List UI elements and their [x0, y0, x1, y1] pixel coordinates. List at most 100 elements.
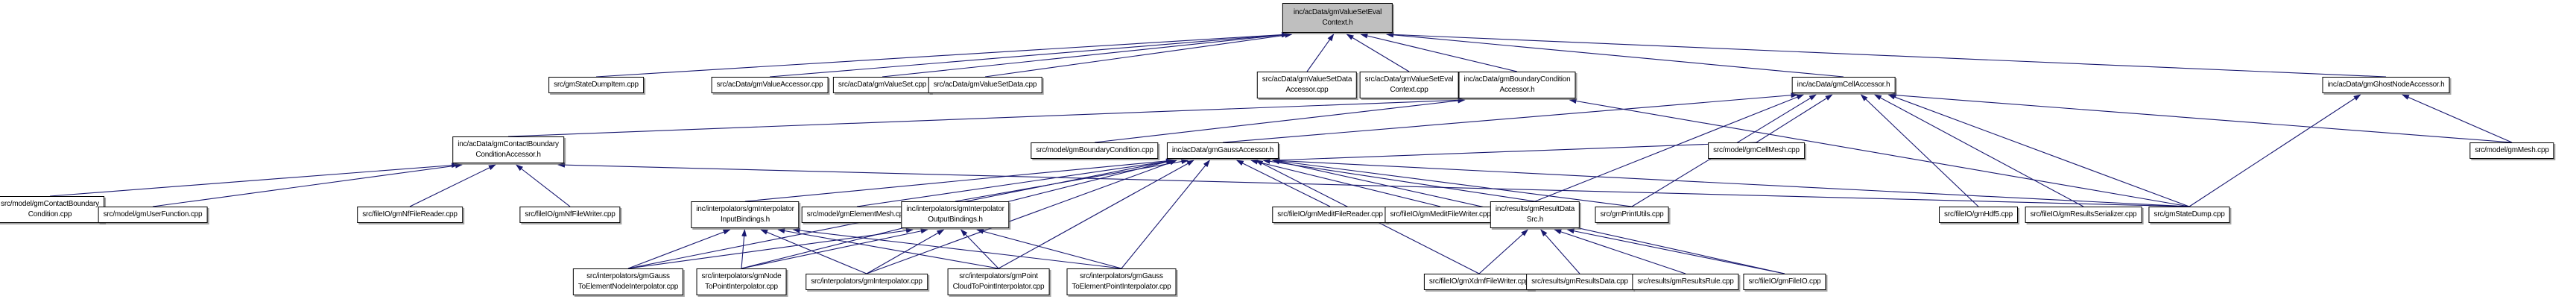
node-label-line: src/model/gmContactBoundary — [1, 200, 99, 208]
node-label-line: inc/results/gmResultData — [1495, 205, 1575, 213]
include-edge-cellMeshCpp-to-cellAccessor — [1756, 94, 1833, 143]
graph-node-userFunctionCpp[interactable]: src/model/gmUserFunction.cpp — [98, 207, 208, 223]
include-edge-valueSetEvalContextCpp-to-root — [1346, 34, 1410, 72]
graph-node-resultsRuleCpp[interactable]: src/results/gmResultsRule.cpp — [1632, 274, 1739, 290]
graph-node-resultsDataCpp[interactable]: src/results/gmResultsData.cpp — [1526, 274, 1633, 290]
node-label-line: src/interpolators/gmPoint — [959, 272, 1038, 280]
node-label-line: ToPointInterpolator.cpp — [705, 283, 778, 291]
node-label-line: src/interpolators/gmInterpolator.cpp — [811, 277, 923, 286]
node-label-line: src/fileIO/gmMeditFileReader.cpp — [1277, 210, 1383, 218]
include-edge-userFunctionCpp-to-contactBCAccessor — [152, 163, 463, 207]
node-label-line: src/acData/gmValueSet.cpp — [838, 81, 927, 89]
graph-node-meshCpp[interactable]: src/model/gmMesh.cpp — [2469, 142, 2554, 159]
node-label-line: Accessor.h — [1499, 86, 1535, 94]
node-label-line: inc/acData/gmBoundaryCondition — [1463, 75, 1571, 84]
include-edge-nfFileReaderCpp-to-contactBCAccessor — [409, 164, 496, 207]
node-label-line: src/model/gmUserFunction.cpp — [103, 210, 203, 218]
graph-node-boundaryConditionCpp[interactable]: src/model/gmBoundaryCondition.cpp — [1031, 142, 1159, 159]
node-label-line: src/model/gmCellMesh.cpp — [1713, 146, 1800, 154]
node-label-line: inc/acData/gmGaussAccessor.h — [1171, 146, 1274, 154]
node-label-line: ConditionAccessor.h — [475, 151, 541, 159]
include-edge-meshCpp-to-cellAccessor — [1888, 92, 2513, 143]
node-label-line: inc/interpolators/gmInterpolator — [696, 205, 794, 213]
graph-node-elementMeshCpp[interactable]: src/model/gmElementMesh.cpp — [801, 207, 913, 223]
node-label-line: ToElementNodeInterpolator.cpp — [577, 283, 679, 291]
include-edge-elementMeshCpp-to-gaussAccessor — [856, 158, 1177, 207]
graph-node-meditFileWriterCpp[interactable]: src/fileIO/gmMeditFileWriter.cpp — [1384, 207, 1496, 223]
include-edge-gaussToElementPointCpp-to-interpInputBindings — [792, 227, 1122, 269]
node-label-line: CloudToPointInterpolator.cpp — [952, 283, 1045, 291]
include-edge-hdf5Cpp-to-cellAccessor — [1860, 94, 1979, 207]
node-label-line: inc/interpolators/gmInterpolator — [906, 205, 1004, 213]
include-edge-contactBoundaryConditionCpp-to-contactBCAccessor — [49, 163, 459, 197]
node-label-line: OutputBindings.h — [928, 216, 983, 224]
include-edge-stateDumpCpp-to-contactBCAccessor — [557, 162, 2190, 207]
include-edge-resultsRuleCpp-to-resultDataSrc — [1554, 229, 1686, 274]
node-label-line: src/gmStateDump.cpp — [2153, 210, 2225, 218]
node-label-line: src/fileIO/gmHdf5.cpp — [1944, 210, 2013, 218]
graph-node-valueSetData[interactable]: src/acData/gmValueSetData.cpp — [928, 77, 1042, 93]
include-edge-gaussToElementPointCpp-to-interpOutputBindings — [976, 228, 1122, 269]
include-edge-valueSet-to-root — [882, 32, 1289, 78]
graph-node-valueAccessor[interactable]: src/acData/gmValueAccessor.cpp — [711, 77, 829, 93]
graph-node-printUtilsCpp[interactable]: src/gmPrintUtils.cpp — [1595, 207, 1669, 223]
include-edge-printUtilsCpp-to-gaussAccessor — [1272, 158, 1633, 207]
graph-node-hdf5Cpp[interactable]: src/fileIO/gmHdf5.cpp — [1939, 207, 2018, 223]
graph-node-valueSet[interactable]: src/acData/gmValueSet.cpp — [832, 77, 932, 93]
include-edge-valueAccessor-to-root — [769, 32, 1289, 78]
node-label-line: src/results/gmResultsData.cpp — [1531, 277, 1628, 286]
include-edge-nodeToPointCpp-to-interpInputBindings — [741, 229, 747, 269]
include-edge-resultDataSrc-to-gaussAccessor — [1262, 158, 1536, 202]
graph-node-nfFileWriterCpp[interactable]: src/fileIO/gmNfFileWriter.cpp — [519, 207, 621, 223]
graph-node-stateDumpCpp[interactable]: src/gmStateDump.cpp — [2148, 207, 2230, 223]
include-edge-boundaryConditionAccessor-to-root — [1360, 33, 1518, 72]
node-label-line: inc/acData/gmGhostNodeAccessor.h — [2327, 81, 2445, 89]
include-edge-nfFileWriterCpp-to-contactBCAccessor — [515, 164, 571, 207]
node-label-line: src/fileIO/gmXdmfFileWriter.cpp — [1428, 277, 1530, 286]
node-label-line: src/gmStateDumpItem.cpp — [554, 81, 639, 89]
graph-node-fileIOCpp[interactable]: src/fileIO/gmFileIO.cpp — [1743, 274, 1826, 290]
graph-node-cellMeshCpp[interactable]: src/model/gmCellMesh.cpp — [1708, 142, 1805, 159]
node-label-line: src/model/gmElementMesh.cpp — [806, 210, 908, 218]
node-label-line: Accessor.cpp — [1285, 86, 1329, 94]
node-label-line: Condition.cpp — [28, 210, 72, 218]
graph-node-cellAccessor[interactable]: inc/acData/gmCellAccessor.h — [1791, 77, 1896, 93]
node-label-line: ToElementPointInterpolator.cpp — [1072, 283, 1171, 291]
node-label-line: src/fileIO/gmResultsSerializer.cpp — [2030, 210, 2137, 218]
include-edge-stateDumpCpp-to-cellAccessor — [1887, 94, 2190, 207]
node-label-line: inc/acData/gmContactBoundary — [458, 140, 559, 148]
graph-node-ghostNodeAccessor[interactable]: inc/acData/gmGhostNodeAccessor.h — [2322, 77, 2450, 93]
include-edge-meditFileWriterCpp-to-gaussAccessor — [1250, 159, 1441, 207]
include-edge-xdmfFileWriterCpp-to-resultDataSrc — [1478, 229, 1528, 274]
graph-node-nfFileReaderCpp[interactable]: src/fileIO/gmNfFileReader.cpp — [357, 207, 463, 223]
include-edge-interpolatorCpp-to-interpInputBindings — [760, 229, 867, 274]
node-label-line: src/fileIO/gmNfFileWriter.cpp — [525, 210, 615, 218]
graph-node-interpolatorCpp[interactable]: src/interpolators/gmInterpolator.cpp — [806, 274, 928, 290]
node-label-line: Src.h — [1526, 216, 1544, 224]
graph-node-stateDumpItem[interactable]: src/gmStateDumpItem.cpp — [548, 77, 644, 93]
graph-node-meditFileReaderCpp[interactable]: src/fileIO/gmMeditFileReader.cpp — [1272, 207, 1388, 223]
include-edge-gaussToElementNodeCpp-to-interpInputBindings — [627, 229, 731, 269]
include-edge-resultsDataCpp-to-resultDataSrc — [1540, 229, 1580, 274]
include-edge-meshCpp-to-ghostNodeAccessor — [2402, 94, 2513, 143]
graph-node-gaussAccessor[interactable]: inc/acData/gmGaussAccessor.h — [1166, 142, 1279, 159]
graph-node-xdmfFileWriterCpp[interactable]: src/fileIO/gmXdmfFileWriter.cpp — [1423, 274, 1535, 290]
include-edge-interpolatorCpp-to-interpOutputBindings — [866, 229, 945, 274]
node-label-line: src/model/gmBoundaryCondition.cpp — [1036, 146, 1153, 154]
graph-node-resultsSerializerCpp[interactable]: src/fileIO/gmResultsSerializer.cpp — [2025, 207, 2142, 223]
include-edge-stateDumpCpp-to-ghostNodeAccessor — [2189, 94, 2361, 207]
include-edge-cellAccessor-to-root — [1386, 32, 1844, 78]
